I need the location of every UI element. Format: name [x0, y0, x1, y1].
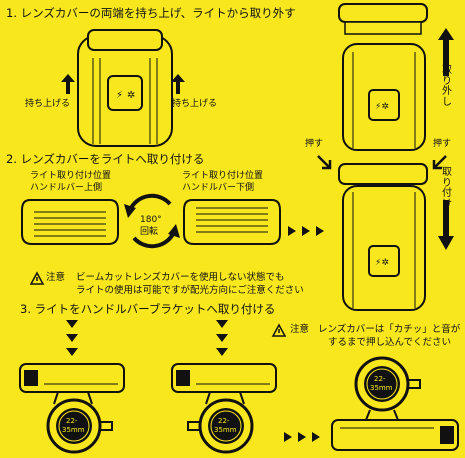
- svg-text:✲: ✲: [127, 90, 135, 101]
- lift-left-label: 持ち上げる: [25, 99, 71, 109]
- svg-text:⚡✲: ⚡✲: [375, 258, 389, 268]
- push-right-label: 押す: [433, 139, 452, 149]
- bar-size-a-line1: 22-: [66, 417, 78, 425]
- light-side-illustration-attach: ⚡✲: [338, 163, 428, 311]
- forward-triangles-icon: [288, 226, 324, 236]
- note1-line1: ビームカットレンズカバーを使用しない状態でも: [76, 272, 285, 283]
- step3-heading: 3. ライトをハンドルバーブラケットへ取り付ける: [20, 302, 276, 316]
- step2-heading: 2. レンズカバーをライトへ取り付ける: [6, 152, 205, 166]
- step1-heading: 1. レンズカバーの両端を持ち上げ、ライトから取り外す: [6, 6, 296, 20]
- push-left-label: 押す: [305, 139, 324, 149]
- bar-size-b-line1: 22-: [218, 417, 230, 425]
- svg-text:⚡✲: ⚡✲: [375, 102, 389, 112]
- rotate-word-label: 回転: [140, 227, 159, 237]
- light-bracket-middle-illustration: [171, 363, 277, 454]
- rotate-degree-label: 180°: [140, 215, 162, 225]
- lower-position-line2: ハンドルバー下側: [182, 183, 255, 193]
- lift-arrow-right-icon: [171, 74, 185, 94]
- bar-size-c-line2: 35mm: [370, 384, 393, 392]
- lower-position-line1: ライト取り付け位置: [182, 171, 264, 181]
- note1-prefix: 注意: [46, 272, 66, 283]
- down-triangles-right-icon: [216, 320, 228, 356]
- lens-cover-lower-illustration: [183, 199, 281, 245]
- light-bracket-upper-illustration: [19, 363, 125, 454]
- bar-size-c-line1: 22-: [374, 375, 386, 383]
- bar-size-b-line2: 35mm: [214, 426, 237, 434]
- light-front-illustration-1: ⚡ ✲: [77, 29, 173, 147]
- lift-right-label: 持ち上げる: [172, 99, 218, 109]
- push-arrow-left-icon: [317, 155, 332, 170]
- attach-arrow-down-icon: [438, 200, 454, 250]
- forward-triangles-bottom-icon: [284, 432, 320, 442]
- note2-line2: するまで押し込んでください: [328, 337, 452, 348]
- lift-arrow-left-icon: [61, 74, 75, 94]
- light-bracket-lower-illustration: [331, 356, 459, 451]
- push-arrow-right-icon: [432, 155, 447, 170]
- upper-position-line1: ライト取り付け位置: [30, 171, 112, 181]
- remove-vertical-label: 取り外し: [442, 65, 452, 108]
- warning-icon-2: [271, 323, 287, 337]
- remove-arrow-up-icon: [438, 28, 454, 76]
- warning-icon-1: [29, 271, 45, 285]
- note2-line1: レンズカバーは「カチッ」と音が: [318, 324, 461, 335]
- note2-prefix: 注意: [290, 324, 310, 335]
- down-triangles-left-icon: [66, 320, 78, 356]
- rotate-arrows-icon: [124, 193, 180, 249]
- bar-size-a-line2: 35mm: [62, 426, 85, 434]
- lens-cover-upper-illustration: [21, 199, 119, 245]
- svg-text:⚡: ⚡: [116, 90, 123, 101]
- upper-position-line2: ハンドルバー上側: [30, 183, 103, 193]
- note1-line2: ライトの使用は可能ですが配光方向にご注意ください: [76, 285, 304, 296]
- light-side-illustration-remove: ⚡✲: [338, 3, 428, 151]
